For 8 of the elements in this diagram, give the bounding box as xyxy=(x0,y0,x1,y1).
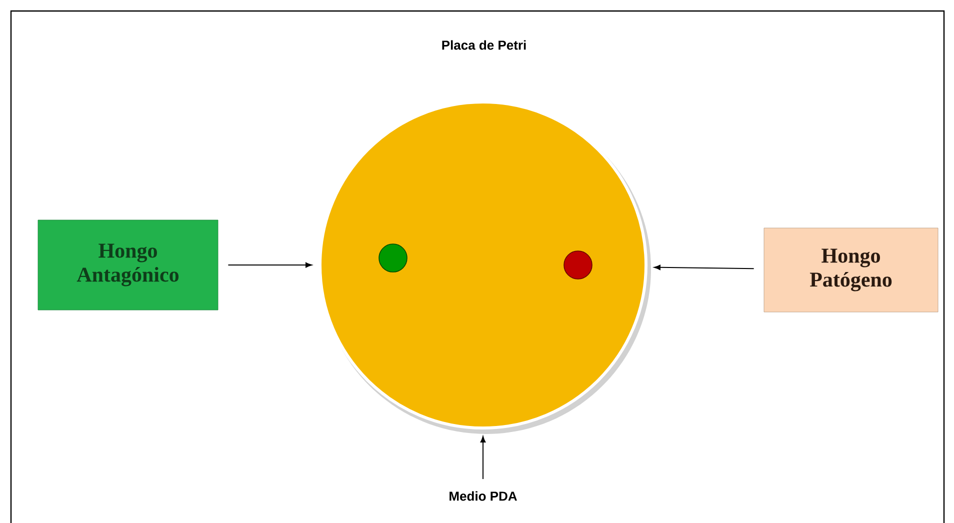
arrow xyxy=(654,264,754,270)
petri-dish xyxy=(318,100,648,430)
medium-label: Medio PDA xyxy=(450,491,517,501)
process-box: Hongo Antagónico xyxy=(38,220,218,310)
diagram-title: Placa de Petri xyxy=(442,40,526,50)
arrow xyxy=(480,436,486,480)
arrow xyxy=(228,262,312,268)
process-box: Hongo Patógeno xyxy=(764,228,938,312)
